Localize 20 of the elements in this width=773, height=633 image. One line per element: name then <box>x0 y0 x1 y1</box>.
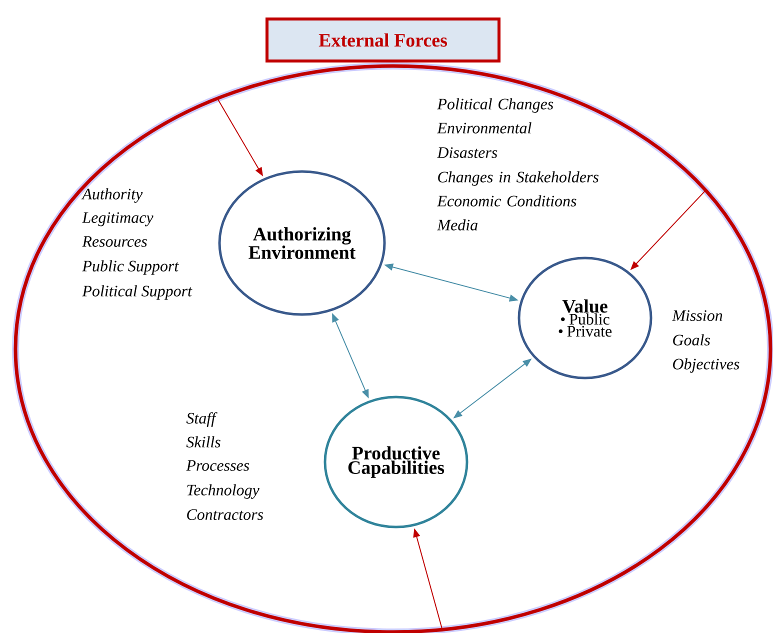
side-note: Resources <box>82 236 147 247</box>
force-note: Economic Conditions <box>437 195 576 206</box>
side-note: Mission <box>672 310 722 321</box>
force-note: Environmental Disasters <box>437 122 532 158</box>
side-note: Processes <box>186 460 250 471</box>
force-note: Changes in Stakeholders <box>438 171 598 186</box>
side-note: Political Support <box>82 285 192 300</box>
side-note: Authority <box>81 188 143 203</box>
side-note: Goals <box>673 334 710 346</box>
side-note: Contractors <box>187 509 264 520</box>
side-note: Objectives <box>673 358 740 373</box>
side-note: Legitimacy <box>82 212 154 226</box>
force-note: Political Changes <box>437 98 554 113</box>
force-note: Media <box>437 219 478 230</box>
side-note: Public Support <box>82 260 179 275</box>
side-note: Technology <box>187 484 260 499</box>
side-note: Staff <box>186 412 218 427</box>
title-box: External Forces <box>266 18 500 62</box>
boundary-ellipse <box>12 62 773 633</box>
side-note: Skills <box>186 436 220 448</box>
